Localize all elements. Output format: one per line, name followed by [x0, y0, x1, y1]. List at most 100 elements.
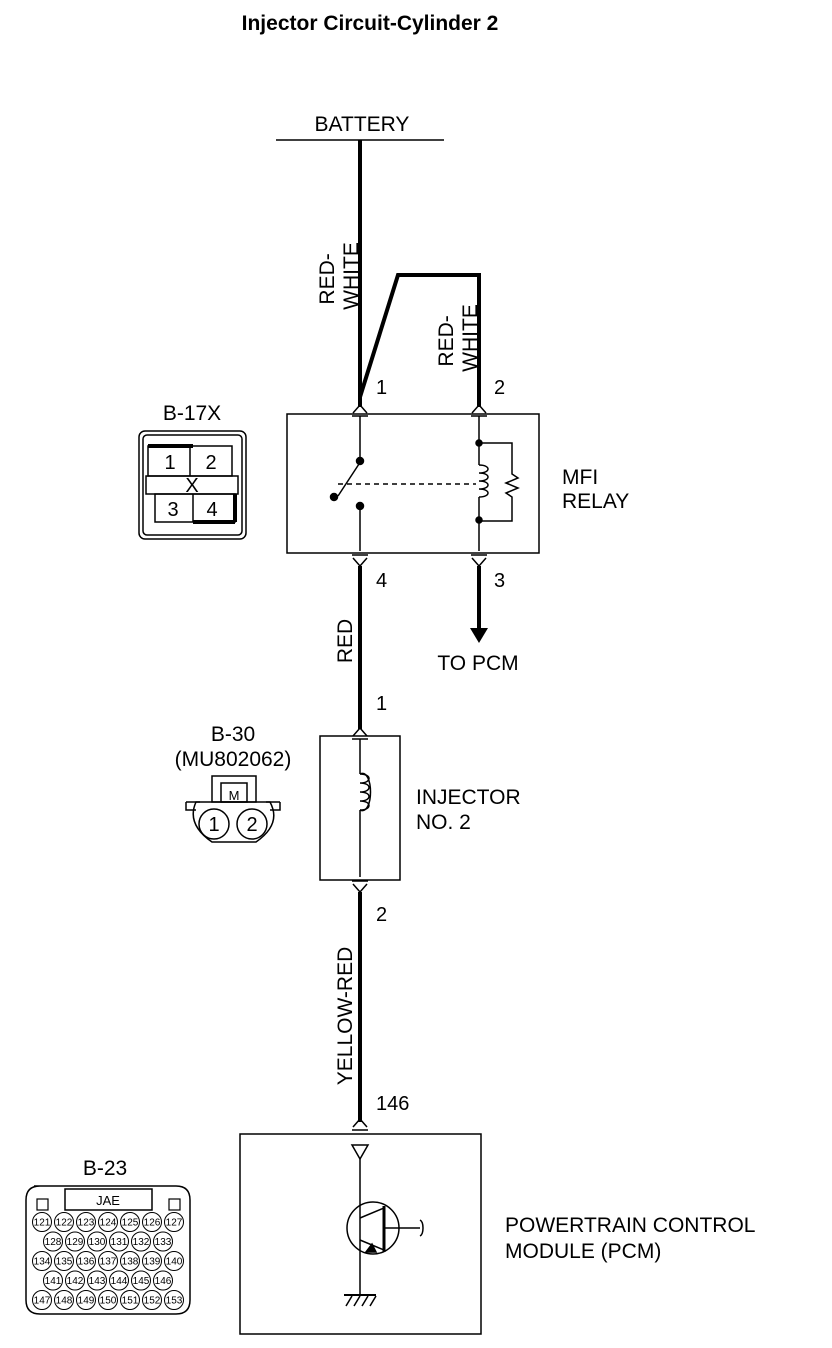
b23-pin-circle [120, 1251, 140, 1271]
b23-pin-129: 129 [67, 1237, 84, 1248]
wire-label-yellow-red: YELLOW-RED [334, 947, 357, 1085]
b23-pin-circle [32, 1212, 52, 1232]
relay-pin1-number: 1 [376, 377, 387, 399]
b23-pin-circle [32, 1251, 52, 1271]
b23-pin-135: 135 [56, 1257, 73, 1268]
relay-switch [329, 416, 476, 551]
connector-b17x-id: B-17X [163, 402, 221, 425]
b23-pin-150: 150 [100, 1296, 117, 1307]
mfi-relay-label-line1: MFI [562, 466, 598, 489]
to-pcm-arrow [470, 628, 488, 643]
relay-pin4-terminal [352, 554, 368, 568]
b23-pin-circle [109, 1231, 129, 1252]
b23-pin-circle [131, 1270, 151, 1291]
b23-pin-circle [87, 1270, 107, 1291]
b23-pin-circle [109, 1270, 129, 1291]
connector-b30: B-30 (MU802062) M 1 2 [175, 723, 292, 843]
b17x-pin-3: 3 [167, 499, 178, 521]
pcm-label-line2: MODULE (PCM) [505, 1240, 661, 1263]
b23-pin-141: 141 [45, 1276, 62, 1287]
relay-pin4-number: 4 [376, 570, 387, 592]
b23-pin-circle [65, 1231, 85, 1252]
relay-pin3-number: 3 [494, 570, 505, 592]
b23-brand: JAE [96, 1193, 120, 1208]
b23-pin-132: 132 [133, 1237, 150, 1248]
b23-pin-circle [131, 1231, 151, 1252]
injector-box [319, 735, 401, 881]
b23-pin-circle [54, 1212, 74, 1232]
wire-label-red: RED [334, 619, 357, 663]
b23-pin-151: 151 [122, 1296, 139, 1307]
b23-pin-circle [98, 1212, 118, 1232]
battery: BATTERY [276, 113, 444, 141]
b23-pin-144: 144 [111, 1276, 128, 1287]
b23-pin-circle [76, 1212, 96, 1232]
injector-pin1-number: 1 [376, 693, 387, 715]
pcm-transistor [344, 1144, 424, 1307]
b23-pin-circle [120, 1212, 140, 1232]
b23-pin-128: 128 [45, 1237, 62, 1248]
injector-label-line2: NO. 2 [416, 811, 471, 834]
b23-pin-143: 143 [89, 1276, 106, 1287]
injector-pin2-number: 2 [376, 904, 387, 926]
b23-pin-circle [153, 1270, 173, 1291]
b23-pin-126: 126 [144, 1218, 161, 1229]
battery-label: BATTERY [315, 113, 410, 136]
b17x-pin-x: X [185, 475, 198, 497]
connector-b23-id: B-23 [83, 1157, 127, 1180]
b23-pin-142: 142 [67, 1276, 84, 1287]
b23-pin-circle [87, 1231, 107, 1252]
b23-pin-139: 139 [144, 1257, 161, 1268]
b17x-pin-1: 1 [164, 452, 175, 474]
connector-b17x: B-17X 1 2 X 3 4 [138, 402, 247, 540]
b17x-pin-4: 4 [206, 499, 217, 521]
b23-pin-149: 149 [78, 1296, 95, 1307]
b23-pin-circle [43, 1270, 63, 1291]
b23-pin-130: 130 [89, 1237, 106, 1248]
mfi-relay-box [286, 413, 540, 554]
b23-pin-127: 127 [166, 1218, 183, 1229]
b23-pin-131: 131 [111, 1237, 128, 1248]
pcm-box [239, 1133, 482, 1335]
b23-pin-circle [142, 1212, 162, 1232]
diagram-title: Injector Circuit-Cylinder 2 [242, 12, 499, 35]
pcm-pin-terminal [352, 1117, 368, 1131]
injector-pin2-terminal [352, 880, 368, 894]
connector-b30-id: B-30 [211, 723, 255, 746]
b23-pin-circle [98, 1251, 118, 1271]
wire-battery-to-relay-pin2 [358, 273, 481, 407]
b23-pin-circle [54, 1251, 74, 1271]
to-pcm-label: TO PCM [437, 652, 518, 675]
b23-pin-circle [142, 1251, 162, 1271]
b23-pin-circle [153, 1231, 173, 1252]
pcm-pin-number: 146 [376, 1093, 409, 1115]
b23-pin-circle [164, 1251, 184, 1271]
b23-pin-circle [76, 1290, 96, 1310]
b23-pin-circle [98, 1290, 118, 1310]
b23-pin-146: 146 [155, 1276, 172, 1287]
b23-pin-circle [120, 1290, 140, 1310]
b23-pin-121: 121 [34, 1218, 51, 1229]
b23-pin-147: 147 [34, 1296, 51, 1307]
b23-pin-circle [43, 1231, 63, 1252]
b23-pin-circle [164, 1290, 184, 1310]
b23-pin-circle [32, 1290, 52, 1310]
relay-pin3-terminal [471, 554, 487, 568]
b30-pin-1: 1 [208, 814, 219, 836]
b23-pin-145: 145 [133, 1276, 150, 1287]
injector-pin1-terminal [352, 726, 368, 740]
mfi-relay-label-line2: RELAY [562, 490, 629, 513]
b23-pin-153: 153 [166, 1296, 183, 1307]
connector-b30-part: (MU802062) [175, 748, 292, 771]
b23-pin-circle [142, 1290, 162, 1310]
b23-pin-122: 122 [56, 1218, 73, 1229]
b23-pin-125: 125 [122, 1218, 139, 1229]
b23-pin-137: 137 [100, 1257, 117, 1268]
b23-pin-136: 136 [78, 1257, 95, 1268]
b23-pin-circle [164, 1212, 184, 1232]
b30-badge: M [229, 788, 240, 803]
wire-label-red-white-2: RED- WHITE [435, 304, 482, 372]
b23-pin-138: 138 [122, 1257, 139, 1268]
b23-pin-148: 148 [56, 1296, 73, 1307]
